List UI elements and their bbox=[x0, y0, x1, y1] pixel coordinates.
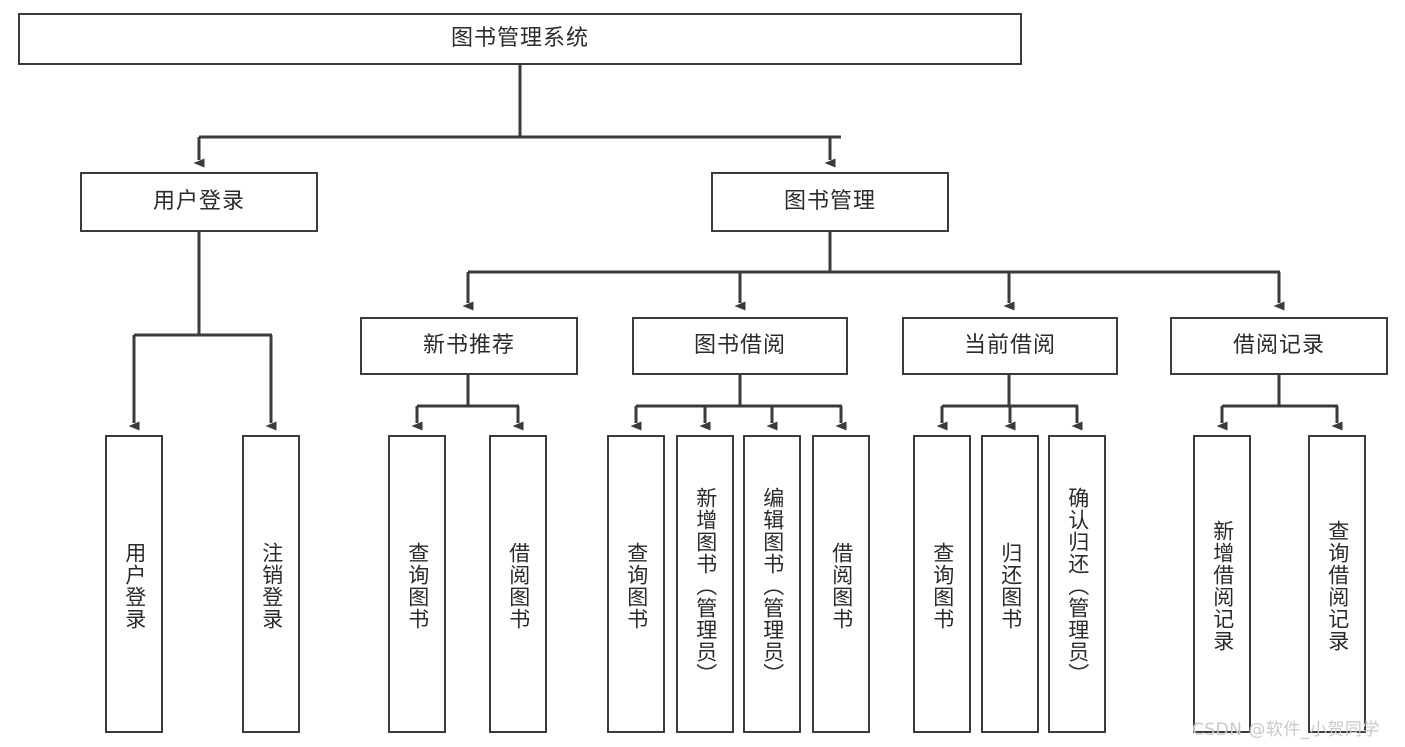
node-new-book-recommend-label: 新书推荐 bbox=[422, 332, 515, 358]
node-book-management-label: 图书管理 bbox=[783, 188, 876, 214]
node-borrow-records[interactable]: 借阅记录 bbox=[1170, 317, 1388, 375]
leaf-bookborrow-query-book-label: 查询图书 bbox=[624, 542, 649, 630]
leaf-currentborrow-return-book-label: 归还图书 bbox=[998, 542, 1023, 630]
node-book-borrow[interactable]: 图书借阅 bbox=[632, 317, 848, 375]
node-borrow-records-label: 借阅记录 bbox=[1232, 332, 1325, 358]
node-book-borrow-label: 图书借阅 bbox=[693, 332, 786, 358]
leaf-currentborrow-confirm-return[interactable]: 确认归还（管理员） bbox=[1048, 435, 1106, 733]
leaf-currentborrow-return-book[interactable]: 归还图书 bbox=[981, 435, 1039, 733]
leaf-currentborrow-confirm-return-label: 确认归还（管理员） bbox=[1065, 487, 1090, 685]
leaf-newbook-borrow-book[interactable]: 借阅图书 bbox=[489, 435, 547, 733]
leaf-bookborrow-borrow-book-label: 借阅图书 bbox=[829, 542, 854, 630]
node-current-borrow[interactable]: 当前借阅 bbox=[902, 317, 1118, 375]
leaf-currentborrow-query-book-label: 查询图书 bbox=[930, 542, 955, 630]
leaf-bookborrow-add-book-label: 新增图书（管理员） bbox=[693, 487, 718, 685]
node-user-login-label: 用户登录 bbox=[152, 188, 245, 214]
leaf-bookborrow-add-book[interactable]: 新增图书（管理员） bbox=[676, 435, 734, 733]
leaf-newbook-borrow-book-label: 借阅图书 bbox=[506, 542, 531, 630]
leaf-user-login-label: 用户登录 bbox=[122, 542, 147, 630]
leaf-logout[interactable]: 注销登录 bbox=[242, 435, 300, 733]
node-new-book-recommend[interactable]: 新书推荐 bbox=[360, 317, 578, 375]
leaf-user-login[interactable]: 用户登录 bbox=[105, 435, 163, 733]
leaf-bookborrow-query-book[interactable]: 查询图书 bbox=[607, 435, 665, 733]
leaf-bookborrow-edit-book[interactable]: 编辑图书（管理员） bbox=[743, 435, 801, 733]
leaf-borrowrecords-query-record-label: 查询借阅记录 bbox=[1325, 520, 1350, 652]
leaf-newbook-query-book-label: 查询图书 bbox=[405, 542, 430, 630]
leaf-bookborrow-borrow-book[interactable]: 借阅图书 bbox=[812, 435, 870, 733]
leaf-borrowrecords-query-record[interactable]: 查询借阅记录 bbox=[1308, 435, 1366, 733]
leaf-currentborrow-query-book[interactable]: 查询图书 bbox=[913, 435, 971, 733]
leaf-newbook-query-book[interactable]: 查询图书 bbox=[388, 435, 446, 733]
node-user-login[interactable]: 用户登录 bbox=[80, 172, 318, 232]
leaf-bookborrow-edit-book-label: 编辑图书（管理员） bbox=[760, 487, 785, 685]
node-root[interactable]: 图书管理系统 bbox=[18, 13, 1022, 65]
node-root-label: 图书管理系统 bbox=[450, 25, 589, 51]
node-book-management[interactable]: 图书管理 bbox=[711, 172, 949, 232]
leaf-borrowrecords-add-record-label: 新增借阅记录 bbox=[1210, 520, 1235, 652]
leaf-borrowrecords-add-record[interactable]: 新增借阅记录 bbox=[1193, 435, 1251, 733]
node-current-borrow-label: 当前借阅 bbox=[963, 332, 1056, 358]
leaf-logout-label: 注销登录 bbox=[259, 542, 284, 630]
